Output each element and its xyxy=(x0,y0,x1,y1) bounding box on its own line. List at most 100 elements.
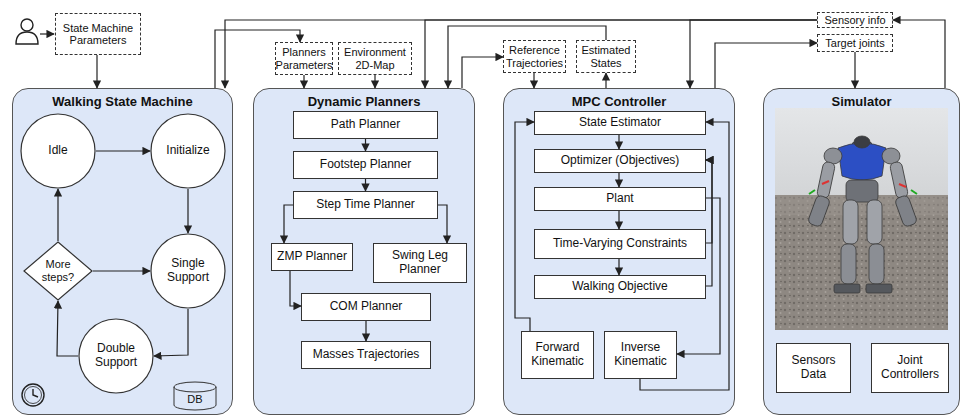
flow-arrow xyxy=(187,189,188,233)
flow-arrow xyxy=(893,20,945,88)
decision-diamond: More steps? xyxy=(23,241,93,301)
node-label: Time-Varying Constraints xyxy=(553,237,687,251)
node-label: Planners Parameters xyxy=(276,46,333,70)
node-label: Reference Trajectories xyxy=(506,44,563,68)
module-panel: Walking State MachineIdleInitializeMore … xyxy=(12,88,233,415)
flow-arrow xyxy=(515,122,534,331)
user-arrow xyxy=(40,33,54,34)
node-label: Forward Kinematic xyxy=(525,341,590,369)
node-label: COM Planner xyxy=(330,300,403,314)
process-box: Optimizer (Objectives) xyxy=(534,149,706,173)
process-box: Plant xyxy=(534,187,706,211)
flow-arrow xyxy=(715,43,817,88)
state-circle: Double Support xyxy=(78,318,154,394)
flow-arrow xyxy=(438,205,447,243)
node-label: Footstep Planner xyxy=(320,158,411,172)
flow-arrow xyxy=(57,301,78,356)
node-label: Step Time Planner xyxy=(316,198,415,212)
flow-arrow xyxy=(618,259,619,275)
panel-title: MPC Controller xyxy=(504,94,734,109)
node-label: Target joints xyxy=(825,37,884,49)
flow-arrow xyxy=(215,30,300,88)
node-label: Inverse Kinematic xyxy=(608,341,673,369)
node-label: Joint Controllers xyxy=(875,354,945,382)
node-label: DB xyxy=(187,393,202,406)
process-box: Inverse Kinematic xyxy=(604,331,677,379)
state-circle: Initialize xyxy=(150,113,226,189)
panel-title: Dynamic Planners xyxy=(254,94,474,109)
process-box: State Estimator xyxy=(534,111,706,135)
flow-arrow xyxy=(225,20,817,88)
flow-arrow xyxy=(618,211,619,229)
flow-arrow xyxy=(57,189,58,241)
flow-arrow xyxy=(365,321,366,341)
input-box: Planners Parameters xyxy=(275,42,333,75)
flow-arrow xyxy=(365,139,366,151)
process-box: Forward Kinematic xyxy=(521,331,594,379)
input-box: Environment 2D-Map xyxy=(338,42,412,75)
flow-arrow xyxy=(605,73,606,88)
flow-arrow xyxy=(284,205,293,243)
flow-arrow xyxy=(618,135,619,149)
flow-arrow xyxy=(96,55,97,88)
node-label: Sensory info xyxy=(824,14,885,26)
state-circle: Idle xyxy=(20,113,96,189)
flow-arrow xyxy=(462,57,503,88)
flow-arrow xyxy=(425,20,817,88)
state-circle: Single Support xyxy=(150,233,226,309)
flow-arrow xyxy=(706,160,712,286)
process-box: Step Time Planner xyxy=(293,191,438,219)
input-box: State Machine Parameters xyxy=(55,13,141,55)
module-panel: MPC ControllerState EstimatorOptimizer (… xyxy=(503,88,735,415)
node-label: Estimated States xyxy=(580,44,632,68)
node-label: Walking Objective xyxy=(572,280,668,294)
flow-arrow xyxy=(290,271,301,306)
node-label: State Estimator xyxy=(579,116,661,130)
clock-icon xyxy=(22,384,44,406)
process-box: Time-Varying Constraints xyxy=(534,229,706,259)
node-label: Initialize xyxy=(166,144,209,158)
process-box: Sensors Data xyxy=(776,343,851,393)
database-cylinder: DB xyxy=(173,381,217,411)
flow-arrow xyxy=(533,73,534,88)
input-box: Sensory info xyxy=(817,12,893,28)
process-box: Path Planner xyxy=(293,111,438,139)
module-panel: SimulatorSensors Data Joint Controllers xyxy=(763,88,960,415)
node-label: Single Support xyxy=(156,257,220,285)
node-label: Sensors Data xyxy=(780,354,847,382)
robot-simulation-image xyxy=(775,108,948,330)
process-box: Masses Trajectories xyxy=(301,341,431,369)
node-label: Idle xyxy=(48,144,67,158)
module-panel: Dynamic PlannersPath PlannerFootstep Pla… xyxy=(253,88,475,415)
flow-arrow xyxy=(640,122,729,390)
flow-arrow xyxy=(677,198,720,354)
node-label: Plant xyxy=(606,192,633,206)
node-label: Masses Trajectories xyxy=(313,348,420,362)
flow-arrow xyxy=(93,270,150,271)
process-box: Joint Controllers xyxy=(871,343,949,393)
node-label: State Machine Parameters xyxy=(59,22,137,46)
process-box: Walking Objective xyxy=(534,275,706,299)
flow-arrow xyxy=(854,52,855,88)
node-label: Environment 2D-Map xyxy=(342,46,408,70)
flow-arrow xyxy=(374,75,375,88)
flow-arrow xyxy=(448,26,606,88)
input-box: Reference Trajectories xyxy=(503,40,566,73)
process-box: Footstep Planner xyxy=(293,151,438,179)
node-label: Swing Leg Planner xyxy=(377,249,463,277)
input-box: Target joints xyxy=(817,34,893,52)
process-box: Swing Leg Planner xyxy=(373,243,467,283)
flow-arrow xyxy=(365,179,366,191)
flow-arrow xyxy=(303,75,304,88)
process-box: COM Planner xyxy=(301,293,431,321)
input-box: Estimated States xyxy=(576,40,636,73)
node-label: Path Planner xyxy=(331,118,400,132)
node-label: Optimizer (Objectives) xyxy=(561,154,680,168)
flow-arrow xyxy=(618,173,619,187)
node-label: ZMP Planner xyxy=(277,250,347,264)
flow-arrow xyxy=(690,20,817,88)
panel-title: Simulator xyxy=(764,94,959,109)
flow-arrow xyxy=(706,160,712,243)
user-icon xyxy=(16,19,38,44)
process-box: ZMP Planner xyxy=(271,243,353,271)
